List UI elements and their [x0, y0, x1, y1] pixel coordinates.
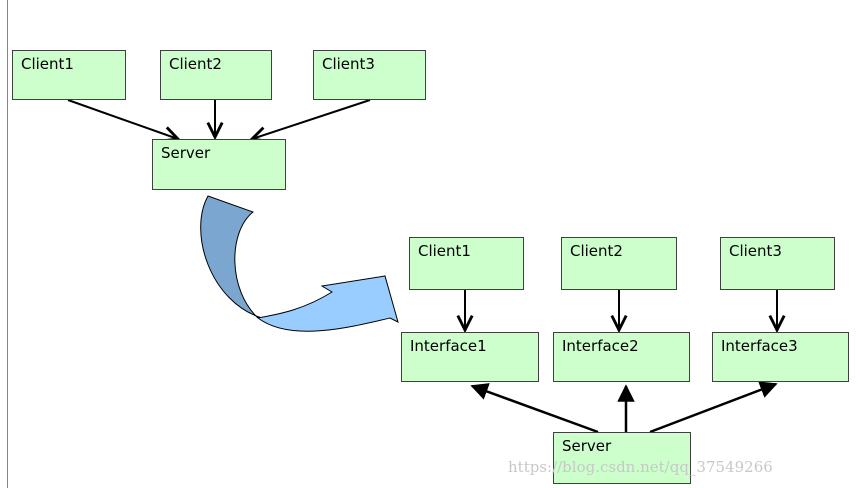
bottom-interface3-label: Interface3: [721, 337, 798, 355]
top-server-node: Server: [152, 139, 286, 190]
top-client3-label: Client3: [322, 55, 375, 73]
top-client3-node: Client3: [313, 50, 426, 100]
top-client2-label: Client2: [169, 55, 222, 73]
bottom-server-node: Server: [553, 432, 691, 484]
bottom-interface3-node: Interface3: [712, 332, 849, 382]
watermark-text: https://blog.csdn.net/qq_37549266: [508, 458, 773, 476]
edge-bottom-server-interface3: [649, 381, 778, 434]
top-client1-node: Client1: [12, 50, 126, 100]
bottom-server-label: Server: [562, 437, 612, 455]
bottom-client3-label: Client3: [729, 242, 782, 260]
curved-transition-arrow-dark: [200, 195, 263, 319]
edge-top-client1-server: [67, 99, 178, 139]
top-server-label: Server: [161, 144, 211, 162]
curved-transition-arrow-light: [256, 275, 399, 332]
edge-top-client3-server: [252, 99, 371, 139]
bottom-interface2-label: Interface2: [562, 337, 639, 355]
bottom-interface1-node: Interface1: [401, 332, 539, 382]
top-client2-node: Client2: [160, 50, 272, 100]
bottom-client2-node: Client2: [561, 237, 677, 290]
bottom-interface1-label: Interface1: [410, 337, 487, 355]
bottom-client3-node: Client3: [720, 237, 835, 290]
edge-bottom-server-interface1: [470, 383, 599, 434]
bottom-client1-label: Client1: [418, 242, 471, 260]
bottom-client2-label: Client2: [570, 242, 623, 260]
top-client1-label: Client1: [21, 55, 74, 73]
left-frame-line: [7, 0, 8, 488]
bottom-client1-node: Client1: [409, 237, 524, 290]
bottom-interface2-node: Interface2: [553, 332, 690, 382]
